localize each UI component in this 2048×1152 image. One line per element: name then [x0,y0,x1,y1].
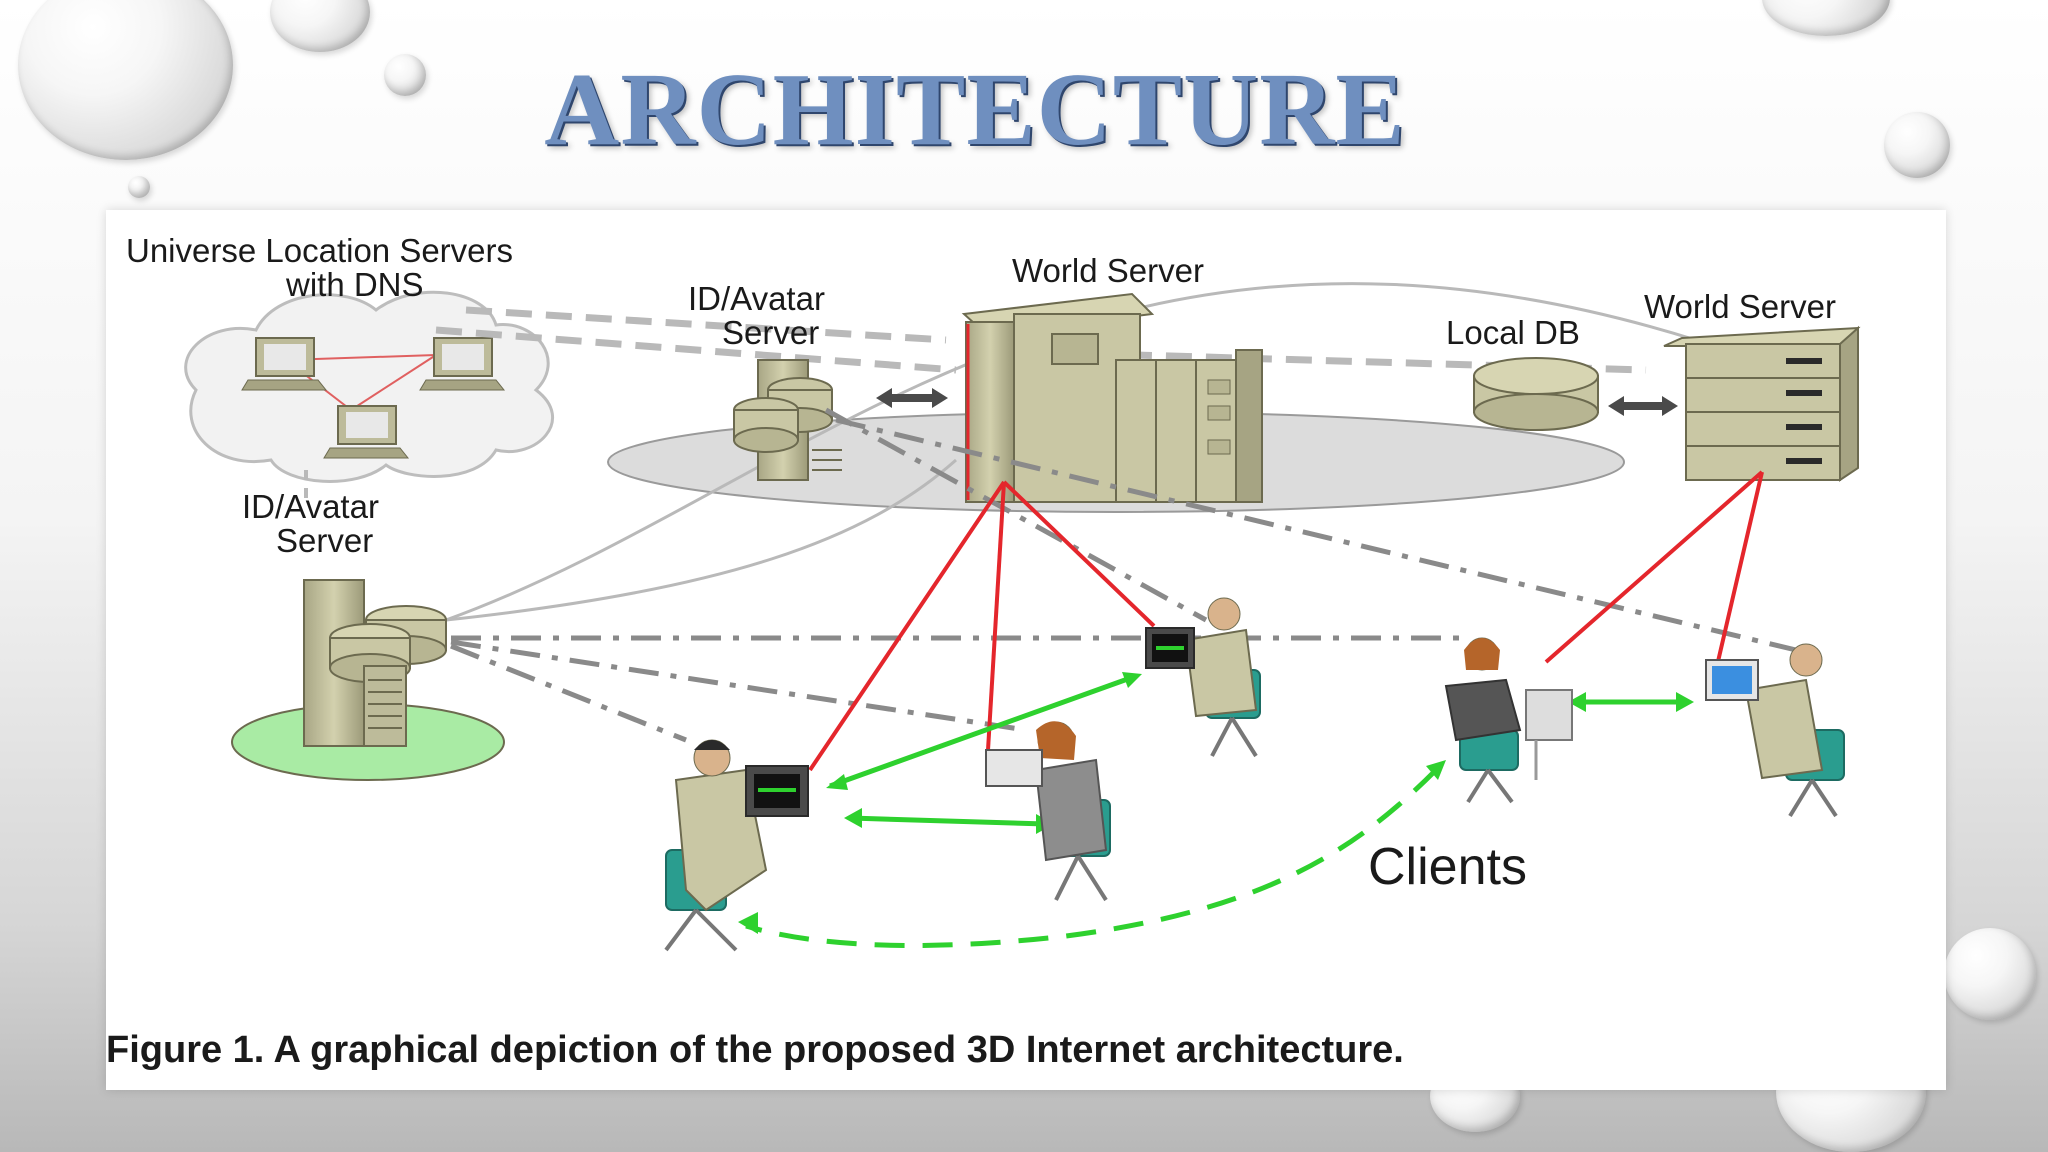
water-drop-decoration [1884,112,1950,178]
slide-title: ARCHITECTURE [544,52,1406,167]
laptop-icon [419,337,506,391]
client-peer-links [745,673,1686,948]
id-avatar-server-left-sublabel: Server [276,522,373,559]
laptop-icon [323,405,410,459]
bidirectional-arrow [876,388,948,408]
dns-cloud [184,290,555,483]
water-drop-decoration [1762,0,1890,36]
world-server-right [1663,325,1861,482]
id-avatar-server-top-sublabel: Server [722,314,819,351]
world-server-client-links [808,470,1764,772]
local-db-icon [1473,357,1599,431]
world-server-center-label: World Server [1012,252,1204,289]
water-drop-decoration [1944,928,2036,1020]
architecture-figure: Universe Location Servers with DNS ID/Av… [106,210,1946,1090]
id-server-client-links [450,407,1797,743]
id-avatar-server-top-label: ID/Avatar [688,280,825,317]
clients-label: Clients [1368,838,1527,896]
universe-servers-label: Universe Location Servers [126,232,513,269]
water-drop-decoration [18,0,233,160]
client-person-2 [985,721,1111,902]
client-person-3 [1145,597,1261,758]
universe-servers-sublabel: with DNS [285,266,424,303]
architecture-diagram: Universe Location Servers with DNS ID/Av… [106,232,1861,1071]
water-drop-decoration [270,0,370,52]
client-person-1 [664,739,809,952]
water-drop-decoration [128,176,150,198]
water-drop-decoration [384,54,426,96]
bidirectional-arrow [1608,396,1678,416]
id-avatar-server-left [231,579,505,781]
client-person-4 [1444,637,1573,804]
id-avatar-server-top [733,359,842,481]
figure-caption: Figure 1. A graphical depiction of the p… [106,1029,1404,1071]
laptop-icon [241,337,328,391]
id-avatar-server-left-label: ID/Avatar [242,488,379,525]
arrowheads [738,672,1694,934]
local-db-label: Local DB [1446,314,1580,351]
world-server-center [961,292,1263,503]
connection-arc [445,458,957,622]
client-person-5 [1705,643,1845,818]
world-server-right-label: World Server [1644,288,1836,325]
